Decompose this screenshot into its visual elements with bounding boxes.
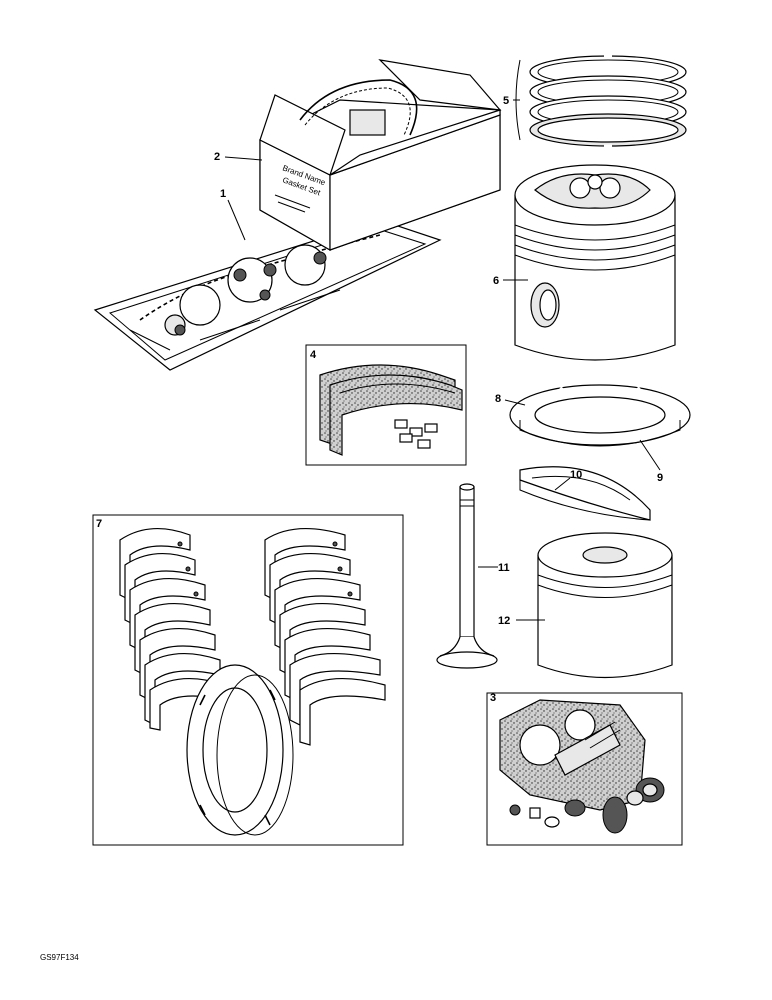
main-thrust-washers: [186, 664, 294, 836]
callout-10: 10: [570, 469, 582, 481]
callout-9: 9: [657, 472, 663, 484]
gasket-set: [93, 219, 442, 371]
callout-6: 6: [493, 275, 499, 287]
main-bearings-box: [92, 514, 404, 846]
bearing-shells: [319, 364, 463, 456]
figure-code: GS97F134: [40, 953, 79, 962]
callout-11: 11: [498, 562, 510, 574]
callout-3: 3: [490, 692, 496, 704]
bearing-shells-box: [305, 344, 467, 466]
callout-5: 5: [503, 95, 509, 107]
thrust-washer-upper: [509, 384, 691, 447]
piston-rings: [515, 54, 687, 148]
callout-1: 1: [220, 188, 226, 200]
cylinder-liner: [537, 532, 673, 679]
main-bearings-right: [264, 528, 386, 746]
water-pump-kit-box: [486, 692, 683, 846]
piston: [514, 164, 676, 361]
thrust-washer-lower: [519, 466, 651, 521]
engine-valve: [436, 483, 498, 669]
callout-12: 12: [498, 615, 510, 627]
callout-8: 8: [495, 393, 501, 405]
water-pump-kit: [499, 699, 665, 834]
callout-2: 2: [214, 151, 220, 163]
gasket-box: Brand Name Gasket Set: [259, 59, 502, 252]
leader-lines: [224, 99, 661, 621]
callout-4: 4: [310, 349, 317, 361]
callout-7: 7: [96, 518, 102, 530]
